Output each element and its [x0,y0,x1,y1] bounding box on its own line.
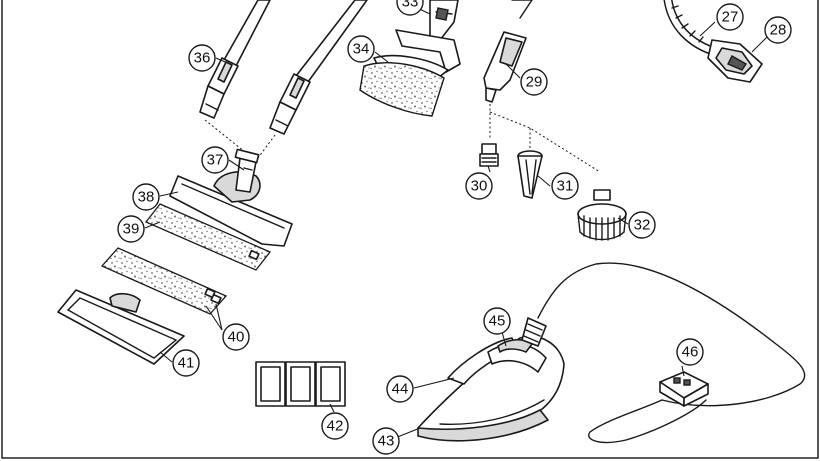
callout-46: 46 [676,338,704,366]
callout-34: 34 [347,35,375,63]
callout-43: 43 [372,427,400,455]
callout-31: 31 [551,172,579,200]
svg-text:30: 30 [471,178,488,195]
steam-iron [417,317,565,442]
wiping-cloths [255,361,346,407]
steam-hose [663,0,763,83]
svg-text:41: 41 [178,355,195,372]
svg-text:29: 29 [526,74,543,91]
callout-33: 33 [396,0,424,16]
callout-41: 41 [172,349,200,377]
svg-text:38: 38 [138,189,155,206]
carpet-glider [57,289,185,365]
callout-30: 30 [465,172,493,200]
callout-39: 39 [117,215,145,243]
leader-lines [144,5,769,441]
callout-37: 37 [201,146,229,174]
svg-text:31: 31 [557,178,574,195]
svg-text:46: 46 [682,344,699,361]
callout-42: 42 [321,412,349,440]
callout-28: 28 [764,16,792,44]
microfibre-cloths [100,203,272,315]
hand-nozzle [395,0,461,73]
svg-text:45: 45 [489,313,506,330]
svg-text:27: 27 [722,9,739,26]
svg-text:39: 39 [123,221,140,238]
svg-text:42: 42 [327,418,344,435]
svg-text:44: 44 [392,381,409,398]
small-nozzle [479,143,499,167]
svg-text:40: 40 [228,329,245,346]
callout-29: 29 [520,68,548,96]
detail-nozzle [483,0,601,173]
svg-text:28: 28 [770,22,787,39]
callout-45: 45 [483,307,511,335]
callout-32: 32 [628,211,656,239]
callout-38: 38 [132,183,160,211]
extension-tubes [199,0,368,159]
round-brush-cover [359,54,449,117]
round-brush [577,189,627,241]
svg-text:33: 33 [402,0,419,11]
callout-40: 40 [222,323,250,351]
callout-27: 27 [716,3,744,31]
callout-36: 36 [188,44,216,72]
iron-cable [537,262,806,444]
power-nozzle [517,150,543,199]
svg-text:32: 32 [634,217,651,234]
svg-text:43: 43 [378,433,395,450]
svg-text:36: 36 [194,50,211,67]
svg-text:34: 34 [353,41,370,58]
callout-44: 44 [386,375,414,403]
svg-text:37: 37 [207,152,224,169]
floor-nozzle [169,148,293,247]
